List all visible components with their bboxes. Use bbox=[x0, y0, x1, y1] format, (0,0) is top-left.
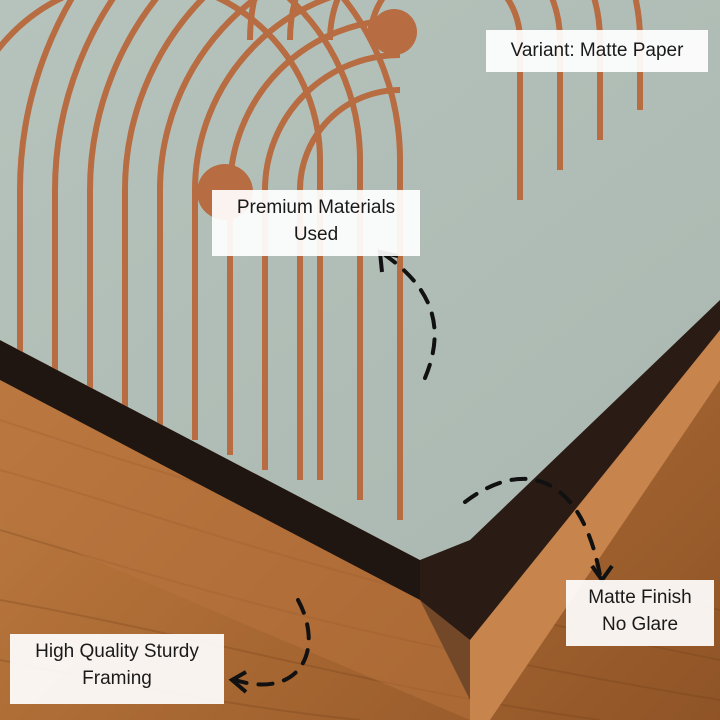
variant-callout: Variant: Matte Paper bbox=[486, 30, 708, 72]
arrowhead-framing bbox=[228, 670, 248, 694]
frame-edge-right bbox=[470, 330, 720, 720]
matte-line-2: No Glare bbox=[601, 614, 679, 635]
frame-shadow bbox=[0, 340, 420, 600]
matte-line-1: Matte Finish bbox=[588, 587, 692, 608]
frame-edge-left bbox=[0, 380, 470, 720]
framing-line-2: Framing bbox=[82, 668, 152, 689]
framing-callout: High Quality Sturdy Framing bbox=[10, 634, 224, 704]
matte-finish-callout: Matte Finish No Glare bbox=[566, 580, 714, 646]
artwork-sun-top bbox=[371, 9, 417, 55]
artwork-arches bbox=[0, 0, 643, 520]
premium-line-1: Premium Materials bbox=[236, 197, 396, 218]
framing-line-1: High Quality Sturdy bbox=[35, 641, 199, 662]
premium-line-2: Used bbox=[293, 224, 339, 245]
variant-label: Variant: Matte Paper bbox=[510, 40, 684, 61]
arrow-matte bbox=[463, 476, 602, 577]
premium-materials-callout: Premium Materials Used bbox=[212, 190, 420, 256]
